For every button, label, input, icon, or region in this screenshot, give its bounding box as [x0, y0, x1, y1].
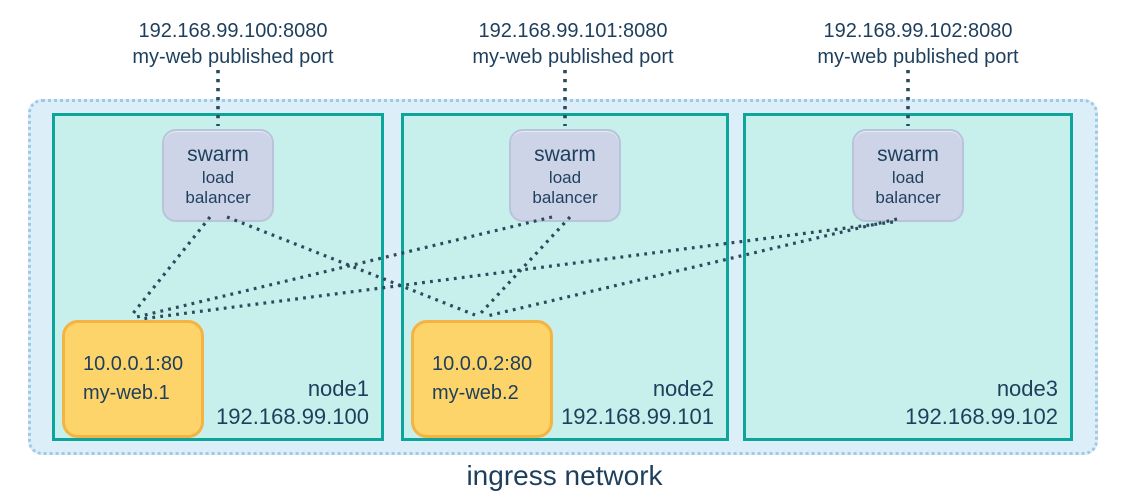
node-label-node2: node2 192.168.99.101: [561, 375, 714, 430]
published-port-caption: my-web published port: [132, 46, 334, 69]
ingress-network-label: ingress network: [466, 460, 663, 491]
published-port-address: 192.168.99.101:8080: [478, 20, 668, 42]
node-ip: 192.168.99.101: [561, 403, 714, 429]
published-port-label-1: 192.168.99.100:8080 my-web published por…: [83, 18, 383, 71]
published-port-caption: my-web published port: [472, 46, 674, 69]
node-name: node2: [652, 376, 714, 401]
load-balancer-label-line1: swarm: [187, 142, 249, 166]
published-port-label-3: 192.168.99.102:8080 my-web published por…: [768, 18, 1068, 71]
published-port-address: 192.168.99.100:8080: [138, 20, 328, 42]
node-label-node3: node3 192.168.99.102: [905, 375, 1058, 430]
node-box-node2: swarm load balancer 10.0.0.2:80 my-web.2…: [401, 113, 729, 441]
task-address: 10.0.0.1:80: [83, 353, 184, 375]
task-box-my-web-1: 10.0.0.1:80 my-web.1: [62, 320, 204, 438]
task-address: 10.0.0.2:80: [432, 353, 533, 375]
swarm-load-balancer-node2: swarm load balancer: [509, 129, 621, 222]
published-port-label-2: 192.168.99.101:8080 my-web published por…: [423, 18, 723, 71]
published-port-address: 192.168.99.102:8080: [823, 20, 1013, 42]
task-name: my-web.1: [83, 382, 170, 404]
load-balancer-label-line2: load: [201, 167, 235, 187]
load-balancer-label-line3: balancer: [185, 188, 251, 208]
node-box-node3: swarm load balancer node3 192.168.99.102: [743, 113, 1073, 441]
load-balancer-label-line2: load: [548, 167, 582, 187]
swarm-load-balancer-node3: swarm load balancer: [852, 129, 964, 222]
load-balancer-label-line1: swarm: [877, 142, 939, 166]
node-label-node1: node1 192.168.99.100: [216, 375, 369, 430]
published-port-caption: my-web published port: [817, 46, 1019, 69]
load-balancer-label-line2: load: [891, 167, 925, 187]
load-balancer-label-line1: swarm: [534, 142, 596, 166]
node-name: node3: [996, 376, 1058, 401]
swarm-load-balancer-node1: swarm load balancer: [162, 129, 274, 222]
node-ip: 192.168.99.102: [905, 403, 1058, 429]
node-box-node1: swarm load balancer 10.0.0.1:80 my-web.1…: [52, 113, 384, 441]
task-name: my-web.2: [432, 382, 519, 404]
node-name: node1: [307, 376, 369, 401]
load-balancer-label-line3: balancer: [532, 188, 598, 208]
task-box-my-web-2: 10.0.0.2:80 my-web.2: [411, 320, 553, 438]
load-balancer-label-line3: balancer: [875, 188, 941, 208]
node-ip: 192.168.99.100: [216, 403, 369, 429]
